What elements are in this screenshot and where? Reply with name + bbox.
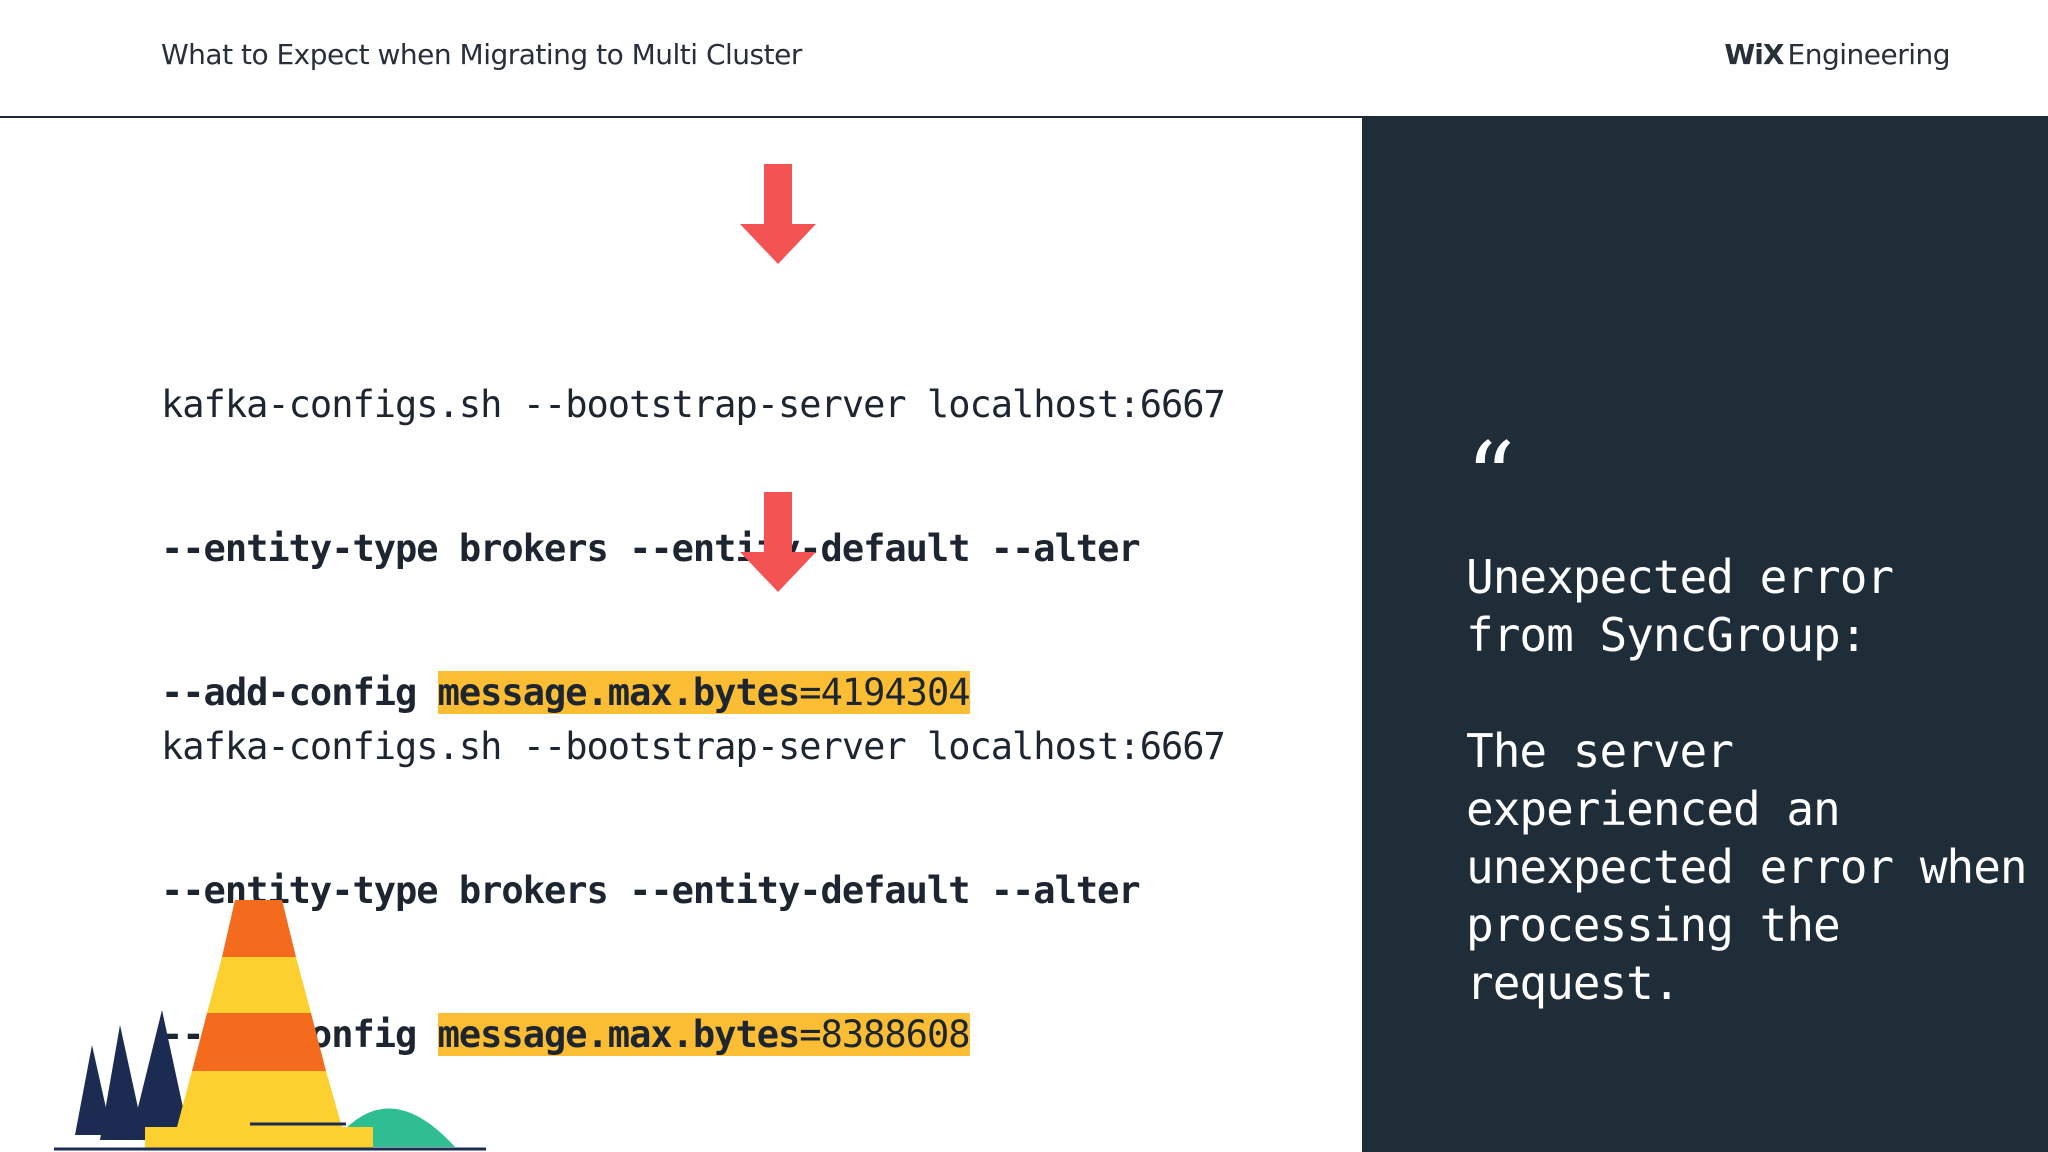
slide-header: What to Expect when Migrating to Multi C… [0, 0, 2048, 118]
config-equals: = [799, 671, 821, 714]
command-line: --add-config message.max.bytes=4194304 [161, 669, 1225, 717]
command-block: kafka-configs.sh --bootstrap-server loca… [161, 627, 1226, 1107]
config-key: message.max.bytes [437, 671, 801, 714]
quote-heading: Unexpected error from SyncGroup: [1466, 550, 1920, 662]
command-prefix: --add-config [161, 671, 438, 714]
quote-body: The server experienced an unexpected err… [1466, 724, 2028, 1010]
arrow-down-icon [740, 164, 816, 264]
highlighted-config: message.max.bytes=8388608 [437, 1013, 971, 1056]
config-value: 8388608 [820, 1013, 971, 1056]
traffic-cone-icon [145, 900, 373, 1149]
brand-suffix: Engineering [1787, 38, 1951, 71]
traffic-cone-illustration [54, 900, 486, 1151]
slide-title: What to Expect when Migrating to Multi C… [161, 38, 802, 71]
command-line: --entity-type brokers --entity-default -… [161, 869, 1141, 912]
wix-logo-text: WiX [1724, 38, 1784, 71]
config-key: message.max.bytes [437, 1013, 801, 1056]
quote-icon: “ [1466, 422, 1516, 534]
quote-panel [1362, 118, 2048, 1152]
highlighted-config: message.max.bytes=4194304 [437, 671, 971, 714]
config-equals: = [799, 1013, 821, 1056]
tree-icon [75, 1010, 190, 1140]
config-value: 4194304 [820, 671, 971, 714]
command-line: kafka-configs.sh --bootstrap-server loca… [161, 383, 1226, 426]
arrow-down-icon [740, 492, 816, 592]
command-line: kafka-configs.sh --bootstrap-server loca… [161, 725, 1226, 768]
command-line: --entity-type brokers --entity-default -… [161, 527, 1141, 570]
